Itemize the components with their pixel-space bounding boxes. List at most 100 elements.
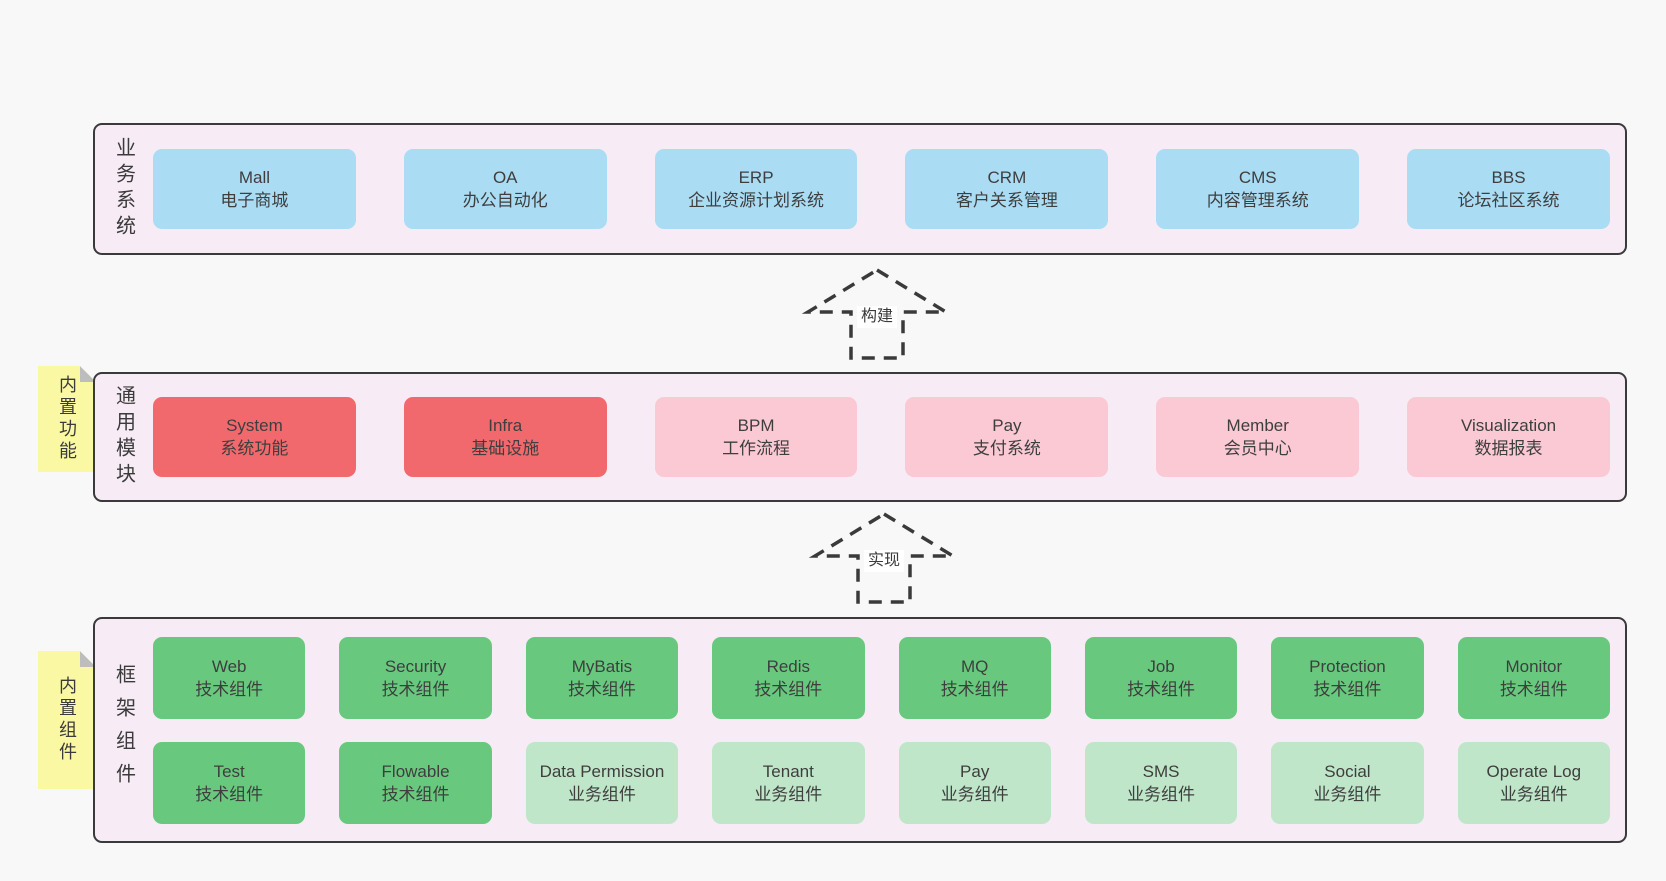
box-mall: Mall 电子商城 [153, 149, 356, 229]
box-mq: MQ 技术组件 [898, 636, 1051, 719]
box-title: SMS [1142, 761, 1180, 781]
box-title: OA [492, 168, 518, 187]
arrow-implement-label: 实现 [863, 550, 905, 572]
box-social: Social 业务组件 [1271, 741, 1424, 824]
box-data-permission: Data Permission 业务组件 [525, 741, 679, 824]
band-label: 业务系统 [112, 137, 135, 241]
box-title: Mall [238, 168, 270, 187]
box-title: Pay [992, 416, 1022, 435]
box-title: ERP [738, 168, 774, 187]
box-subtitle: 业务组件 [754, 784, 823, 804]
box-subtitle: 技术组件 [567, 679, 636, 699]
box-title: BBS [1491, 168, 1526, 187]
box-subtitle: 基础设施 [471, 439, 540, 458]
box-subtitle: 电子商城 [220, 191, 289, 210]
box-subtitle: 业务组件 [567, 784, 636, 804]
box-subtitle: 技术组件 [940, 679, 1009, 699]
box-bpm: BPM 工作流程 [654, 397, 858, 477]
box-subtitle: 会员中心 [1223, 439, 1292, 458]
band-common-modules: 通用模块 System 系统功能 Infra 基础设施 BPM 工作流程 Pay… [93, 372, 1627, 502]
box-subtitle: 支付系统 [972, 439, 1041, 458]
box-title: System [226, 416, 283, 435]
sticky-note-built-in-features: 内置功能 [38, 366, 96, 472]
box-protection: Protection 技术组件 [1271, 636, 1424, 719]
box-subtitle: 技术组件 [1499, 679, 1568, 699]
box-subtitle: 技术组件 [1127, 679, 1196, 699]
box-subtitle: 技术组件 [381, 784, 450, 804]
box-title: Social [1324, 761, 1371, 781]
box-member: Member 会员中心 [1156, 397, 1360, 477]
box-subtitle: 业务组件 [940, 784, 1009, 804]
box-title: Operate Log [1486, 761, 1582, 781]
sticky-note-built-in-components: 内置组件 [38, 651, 96, 789]
box-flowable: Flowable 技术组件 [339, 741, 492, 824]
box-subtitle: 系统功能 [220, 439, 289, 458]
box-subtitle: 企业资源计划系统 [688, 191, 825, 210]
box-sms: SMS 业务组件 [1084, 741, 1238, 824]
box-title: Protection [1309, 656, 1386, 676]
box-pay-component: Pay 业务组件 [898, 741, 1051, 824]
box-infra: Infra 基础设施 [403, 397, 607, 477]
band-boxes: Web 技术组件 Security 技术组件 MyBatis 技术组件 Redi… [153, 636, 1625, 824]
box-subtitle: 技术组件 [754, 679, 823, 699]
box-operate-log: Operate Log 业务组件 [1457, 741, 1610, 824]
band-boxes: System 系统功能 Infra 基础设施 BPM 工作流程 Pay 支付系统… [153, 397, 1625, 477]
box-subtitle: 工作流程 [722, 439, 791, 458]
box-subtitle: 技术组件 [1313, 679, 1382, 699]
box-erp: ERP 企业资源计划系统 [654, 149, 858, 229]
box-subtitle: 技术组件 [195, 679, 264, 699]
band-boxes: Mall 电子商城 OA 办公自动化 ERP 企业资源计划系统 CRM 客户关系… [153, 149, 1625, 229]
box-title: Infra [488, 416, 523, 435]
box-subtitle: 客户关系管理 [955, 191, 1058, 210]
box-redis: Redis 技术组件 [712, 636, 865, 719]
box-system: System 系统功能 [153, 397, 356, 477]
band-label-gutter: 业务系统 [95, 125, 153, 253]
box-title: Member [1226, 416, 1289, 435]
box-title: Job [1147, 656, 1175, 676]
box-subtitle: 技术组件 [195, 784, 264, 804]
box-subtitle: 论坛社区系统 [1457, 191, 1560, 210]
box-title: Data Permission [539, 761, 665, 781]
arrow-implement: 实现 [808, 510, 960, 606]
box-job: Job 技术组件 [1084, 636, 1238, 719]
sticky-note-label: 内置功能 [57, 375, 77, 463]
band-business-systems: 业务系统 Mall 电子商城 OA 办公自动化 ERP 企业资源计划系统 CRM… [93, 123, 1627, 255]
box-title: BPM [737, 416, 775, 435]
box-test: Test 技术组件 [153, 741, 306, 824]
box-subtitle: 办公自动化 [462, 191, 548, 210]
box-pay-module: Pay 支付系统 [905, 397, 1109, 477]
box-tenant: Tenant 业务组件 [712, 741, 865, 824]
box-title: Visualization [1460, 416, 1557, 435]
box-title: CMS [1238, 168, 1277, 187]
band-label-gutter: 通用模块 [95, 374, 153, 500]
box-title: Monitor [1505, 656, 1563, 676]
band-framework-components: 框架组件 Web 技术组件 Security 技术组件 MyBatis 技术组件… [93, 617, 1627, 843]
box-title: Pay [960, 761, 990, 781]
band-label: 通用模块 [112, 385, 135, 489]
box-mybatis: MyBatis 技术组件 [525, 636, 679, 719]
box-title: Redis [766, 656, 811, 676]
box-visualization: Visualization 数据报表 [1407, 397, 1610, 477]
box-title: Test [213, 761, 245, 781]
box-security: Security 技术组件 [339, 636, 492, 719]
box-subtitle: 技术组件 [381, 679, 450, 699]
box-bbs: BBS 论坛社区系统 [1407, 149, 1610, 229]
box-title: Security [384, 656, 447, 676]
box-title: Tenant [762, 761, 814, 781]
band-label-gutter: 框架组件 [95, 619, 153, 841]
arrow-build-label: 构建 [856, 306, 898, 328]
box-cms: CMS 内容管理系统 [1156, 149, 1360, 229]
arrow-build: 构建 [801, 266, 953, 362]
box-title: CRM [987, 168, 1027, 187]
box-subtitle: 业务组件 [1499, 784, 1568, 804]
box-monitor: Monitor 技术组件 [1457, 636, 1610, 719]
box-title: MQ [960, 656, 989, 676]
box-subtitle: 内容管理系统 [1206, 191, 1309, 210]
box-crm: CRM 客户关系管理 [905, 149, 1109, 229]
box-subtitle: 业务组件 [1313, 784, 1382, 804]
band-label: 框架组件 [112, 664, 135, 796]
box-title: MyBatis [571, 656, 633, 676]
sticky-note-label: 内置组件 [57, 676, 77, 764]
box-title: Flowable [381, 761, 450, 781]
box-subtitle: 数据报表 [1474, 439, 1543, 458]
